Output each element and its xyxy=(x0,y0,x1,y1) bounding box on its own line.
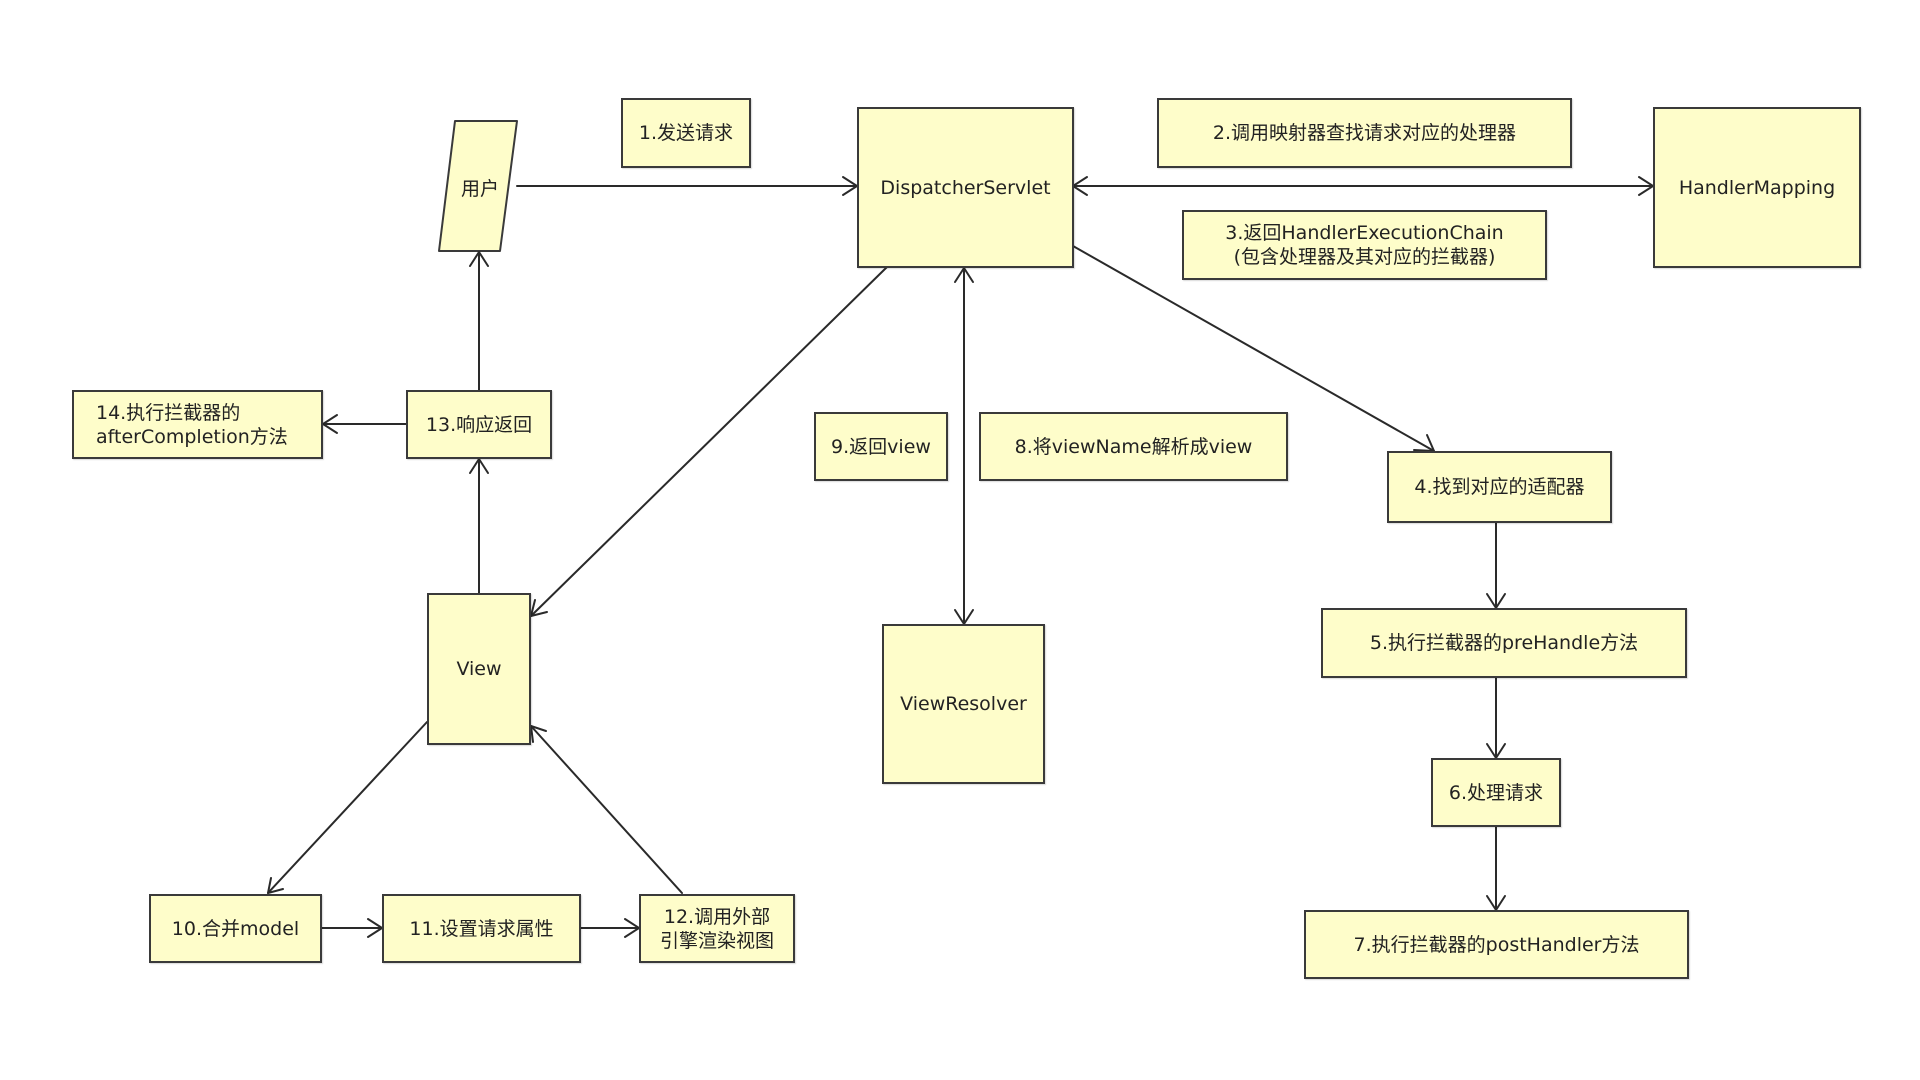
step-12-box[interactable]: 12.调用外部 引擎渲染视图 xyxy=(639,894,795,963)
edge-view-to-step10 xyxy=(268,722,427,893)
step-text: 6.处理请求 xyxy=(1448,781,1544,804)
step-text: 10.合并model xyxy=(171,917,300,940)
step-text: 14.执行拦截器的 afterCompletion方法 xyxy=(96,401,288,448)
edge-dispatcher-to-view xyxy=(531,267,887,616)
step-text: 3.返回HandlerExecutionChain (包含处理器及其对应的拦截器… xyxy=(1225,222,1504,268)
step-text: 12.调用外部 引擎渲染视图 xyxy=(659,905,774,952)
step-text: 4.找到对应的适配器 xyxy=(1414,476,1585,498)
node-label: HandlerMapping xyxy=(1678,176,1836,199)
step-7-box[interactable]: 7.执行拦截器的postHandler方法 xyxy=(1304,910,1689,979)
node-handler-mapping[interactable]: HandlerMapping xyxy=(1653,107,1861,268)
step-text: 13.响应返回 xyxy=(425,413,533,436)
node-user-label: 用户 xyxy=(460,178,499,200)
step-10-box[interactable]: 10.合并model xyxy=(149,894,322,963)
arrowhead-icon xyxy=(470,252,488,266)
node-label: DispatcherServlet xyxy=(880,176,1051,199)
step-5-box[interactable]: 5.执行拦截器的preHandle方法 xyxy=(1321,608,1687,678)
user-shape[interactable] xyxy=(439,121,517,251)
arrowhead-icon xyxy=(531,600,547,616)
step-text: 2.调用映射器查找请求对应的处理器 xyxy=(1212,122,1517,144)
step-text: 9.返回view xyxy=(831,435,931,458)
step-9-label: 9.返回view xyxy=(814,412,948,481)
edge-step12-to-view xyxy=(531,726,682,893)
arrowhead-icon xyxy=(531,726,546,742)
node-dispatcher-servlet[interactable]: DispatcherServlet xyxy=(857,107,1074,268)
step-text: 7.执行拦截器的postHandler方法 xyxy=(1353,933,1640,956)
step-4-box[interactable]: 4.找到对应的适配器 xyxy=(1387,451,1612,523)
arrowhead-icon xyxy=(268,878,283,893)
step-14-box[interactable]: 14.执行拦截器的 afterCompletion方法 xyxy=(72,390,323,459)
step-text: 1.发送请求 xyxy=(638,122,734,144)
edge-dispatcher-to-step4 xyxy=(1073,246,1434,451)
step-11-box[interactable]: 11.设置请求属性 xyxy=(382,894,581,963)
step-text: 8.将viewName解析成view xyxy=(1014,435,1253,458)
step-6-box[interactable]: 6.处理请求 xyxy=(1431,758,1561,827)
step-1-label: 1.发送请求 xyxy=(621,98,751,168)
node-label: View xyxy=(456,658,502,680)
step-2-label: 2.调用映射器查找请求对应的处理器 xyxy=(1157,98,1572,168)
node-view[interactable]: View xyxy=(427,593,531,745)
step-13-box[interactable]: 13.响应返回 xyxy=(406,390,552,459)
arrowhead-icon xyxy=(955,268,973,282)
step-text: 11.设置请求属性 xyxy=(409,917,554,940)
node-view-resolver[interactable]: ViewResolver xyxy=(882,624,1045,784)
node-label: ViewResolver xyxy=(900,693,1027,715)
step-8-label: 8.将viewName解析成view xyxy=(979,412,1288,481)
step-3-label: 3.返回HandlerExecutionChain (包含处理器及其对应的拦截器… xyxy=(1182,210,1547,280)
arrowhead-icon xyxy=(323,415,337,433)
step-text: 5.执行拦截器的preHandle方法 xyxy=(1369,632,1639,654)
arrowhead-icon xyxy=(470,459,488,473)
